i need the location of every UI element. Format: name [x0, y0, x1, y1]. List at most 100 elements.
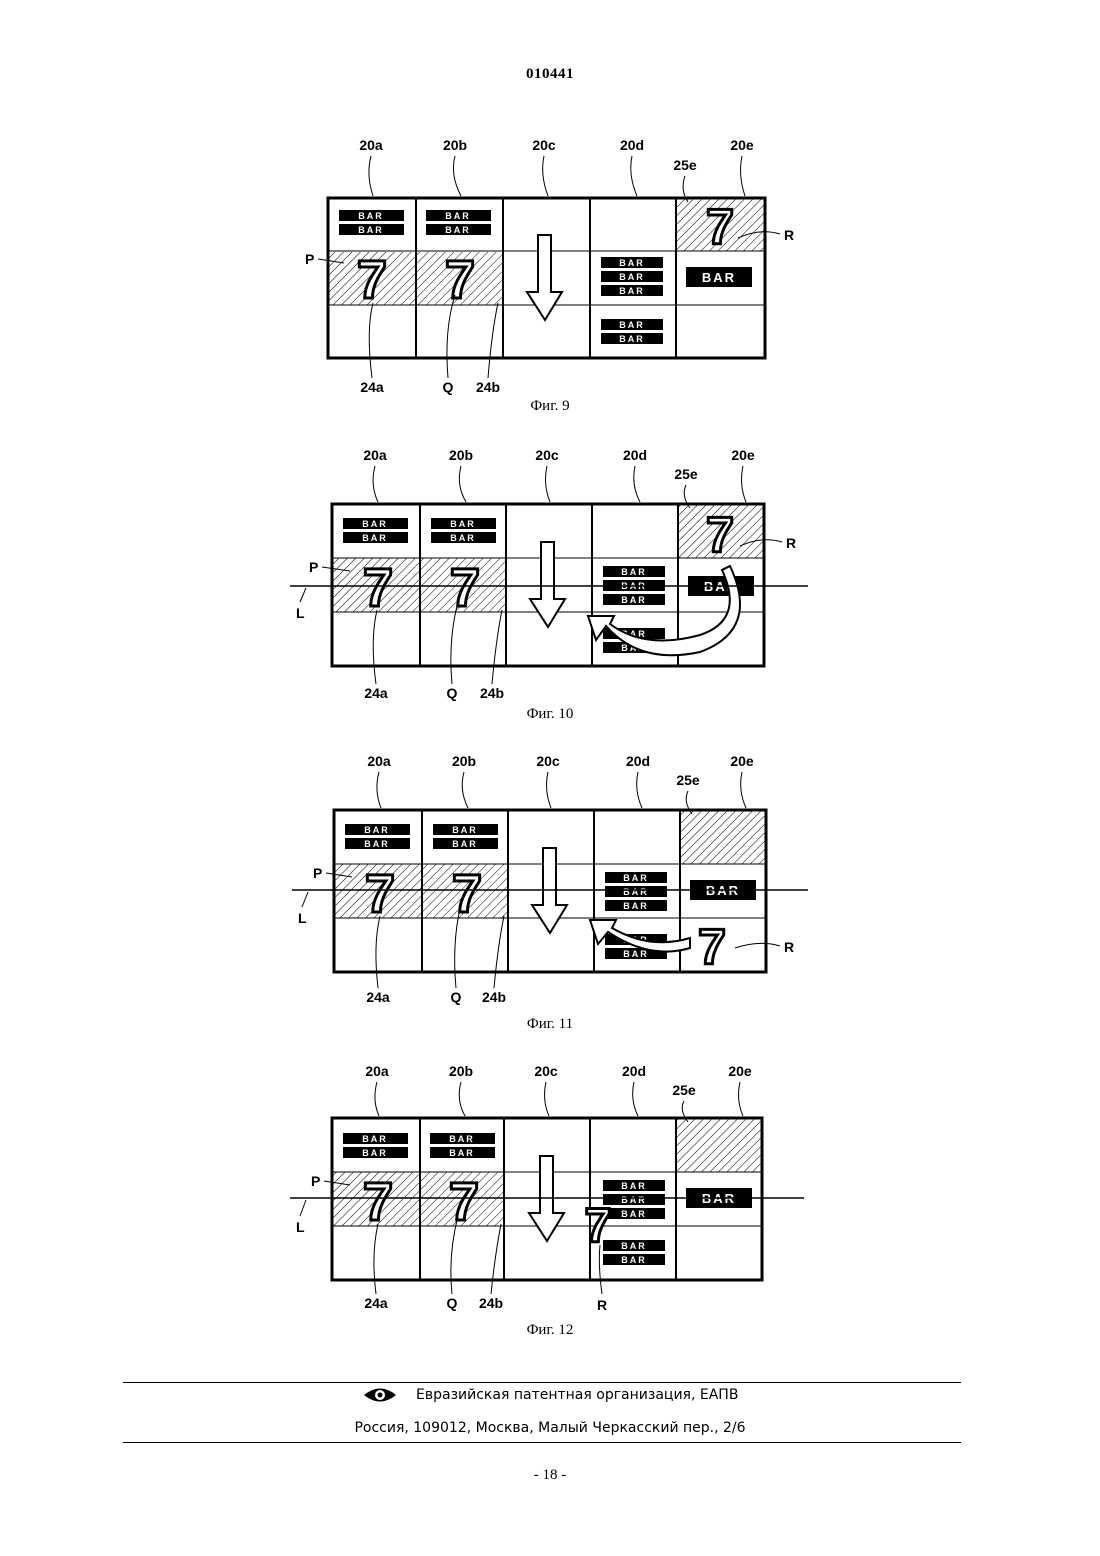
figure-11: BAR BAR BAR BAR 7 7 7 BAR BAR BAR BAR BA…	[0, 740, 1100, 1040]
svg-text:BAR: BAR	[362, 1148, 388, 1158]
svg-text:20b: 20b	[449, 447, 473, 463]
footer-top-rule	[123, 1382, 961, 1383]
spin-arrow	[527, 235, 562, 320]
svg-text:25e: 25e	[672, 1082, 696, 1098]
svg-text:20a: 20a	[365, 1063, 389, 1079]
svg-text:20d: 20d	[626, 753, 650, 769]
svg-text:Q: Q	[447, 685, 458, 701]
figure-11-diagram: BAR BAR BAR BAR 7 7 7 BAR BAR BAR BAR BA…	[0, 740, 1100, 1040]
svg-text:25e: 25e	[673, 157, 697, 173]
svg-text:24a: 24a	[364, 1295, 388, 1311]
figure-caption: Фиг. 10	[0, 706, 1100, 723]
svg-text:BAR: BAR	[362, 1134, 388, 1144]
svg-text:20c: 20c	[535, 447, 559, 463]
svg-text:BAR: BAR	[623, 901, 649, 911]
svg-text:20c: 20c	[532, 137, 556, 153]
svg-text:20e: 20e	[730, 137, 754, 153]
svg-text:BAR: BAR	[623, 949, 649, 959]
svg-text:BAR: BAR	[450, 519, 476, 529]
seven-symbol-r: 7	[706, 199, 734, 255]
svg-text:BAR: BAR	[452, 825, 478, 835]
figure-caption: Фиг. 11	[0, 1016, 1100, 1033]
svg-text:BAR: BAR	[452, 839, 478, 849]
figure-12: BAR BAR BAR BAR 7 7 BAR BAR BAR BAR BAR …	[0, 1050, 1100, 1350]
svg-text:BAR: BAR	[619, 334, 645, 344]
svg-text:BAR: BAR	[621, 1241, 647, 1251]
figure-9-diagram: BAR BAR BAR BAR 7 7 7 BAR BAR BAR BAR BA…	[0, 120, 1100, 420]
svg-text:R: R	[784, 939, 794, 955]
figure-12-diagram: BAR BAR BAR BAR 7 7 BAR BAR BAR BAR BAR …	[0, 1050, 1100, 1350]
svg-text:BAR: BAR	[619, 320, 645, 330]
seven-symbol-q: 7	[445, 250, 475, 310]
svg-text:L: L	[296, 1219, 305, 1235]
svg-text:7: 7	[449, 1172, 479, 1232]
svg-text:20b: 20b	[449, 1063, 473, 1079]
document-number: 010441	[0, 66, 1100, 83]
svg-text:7: 7	[706, 507, 734, 563]
svg-text:24b: 24b	[479, 1295, 503, 1311]
svg-text:Q: Q	[451, 989, 462, 1005]
figure-caption: Фиг. 9	[0, 398, 1100, 415]
svg-text:Q: Q	[443, 379, 454, 395]
svg-text:20a: 20a	[367, 753, 391, 769]
figure-10: BAR BAR BAR BAR 7 7 7 BAR BAR BAR BAR BA…	[0, 430, 1100, 730]
svg-text:L: L	[298, 910, 307, 926]
svg-text:BAR: BAR	[449, 1134, 475, 1144]
svg-text:BAR: BAR	[364, 839, 390, 849]
seven-symbol-p: 7	[357, 250, 387, 310]
svg-text:7: 7	[698, 919, 726, 975]
svg-text:BAR: BAR	[362, 519, 388, 529]
svg-text:BAR: BAR	[358, 225, 384, 235]
svg-text:BAR: BAR	[449, 1148, 475, 1158]
svg-text:20d: 20d	[620, 137, 644, 153]
organization-address: Россия, 109012, Москва, Малый Черкасский…	[0, 1420, 1100, 1436]
svg-text:BAR: BAR	[621, 595, 647, 605]
eapo-logo	[362, 1386, 398, 1404]
figure-9: BAR BAR BAR BAR 7 7 7 BAR BAR BAR BAR BA…	[0, 120, 1100, 420]
svg-text:25e: 25e	[674, 466, 698, 482]
svg-text:7: 7	[450, 558, 480, 618]
svg-text:20a: 20a	[363, 447, 387, 463]
figure-10-diagram: BAR BAR BAR BAR 7 7 7 BAR BAR BAR BAR BA…	[0, 430, 1100, 730]
svg-text:7: 7	[365, 864, 395, 924]
svg-text:BAR: BAR	[621, 1209, 647, 1219]
svg-text:20d: 20d	[623, 447, 647, 463]
svg-text:P: P	[309, 559, 318, 575]
svg-text:7: 7	[363, 558, 393, 618]
svg-text:BAR: BAR	[362, 533, 388, 543]
svg-text:BAR: BAR	[619, 272, 645, 282]
organization-name: Евразийская патентная организация, ЕАПВ	[416, 1387, 738, 1403]
svg-text:24b: 24b	[480, 685, 504, 701]
svg-text:R: R	[597, 1297, 607, 1313]
svg-text:Q: Q	[447, 1295, 458, 1311]
svg-text:24a: 24a	[364, 685, 388, 701]
svg-text:BAR: BAR	[621, 567, 647, 577]
svg-text:24a: 24a	[360, 379, 384, 395]
svg-text:24b: 24b	[482, 989, 506, 1005]
svg-text:20c: 20c	[536, 753, 560, 769]
svg-text:BAR: BAR	[445, 211, 471, 221]
svg-text:R: R	[786, 535, 796, 551]
svg-text:20a: 20a	[359, 137, 383, 153]
svg-text:20e: 20e	[730, 753, 754, 769]
footer-bottom-rule	[123, 1442, 961, 1443]
svg-text:BAR: BAR	[621, 1181, 647, 1191]
svg-text:25e: 25e	[676, 772, 700, 788]
page-number: - 18 -	[0, 1467, 1100, 1484]
svg-text:BAR: BAR	[702, 270, 736, 285]
svg-text:20d: 20d	[622, 1063, 646, 1079]
svg-text:20e: 20e	[728, 1063, 752, 1079]
svg-text:7: 7	[452, 864, 482, 924]
svg-text:BAR: BAR	[621, 1255, 647, 1265]
svg-text:P: P	[313, 865, 322, 881]
svg-text:BAR: BAR	[358, 211, 384, 221]
svg-text:BAR: BAR	[619, 258, 645, 268]
figure-caption: Фиг. 12	[0, 1322, 1100, 1339]
svg-text:BAR: BAR	[445, 225, 471, 235]
svg-text:BAR: BAR	[623, 873, 649, 883]
svg-text:BAR: BAR	[623, 887, 649, 897]
svg-text:20e: 20e	[731, 447, 755, 463]
svg-text:7: 7	[363, 1172, 393, 1232]
svg-text:BAR: BAR	[619, 286, 645, 296]
svg-text:R: R	[784, 227, 794, 243]
